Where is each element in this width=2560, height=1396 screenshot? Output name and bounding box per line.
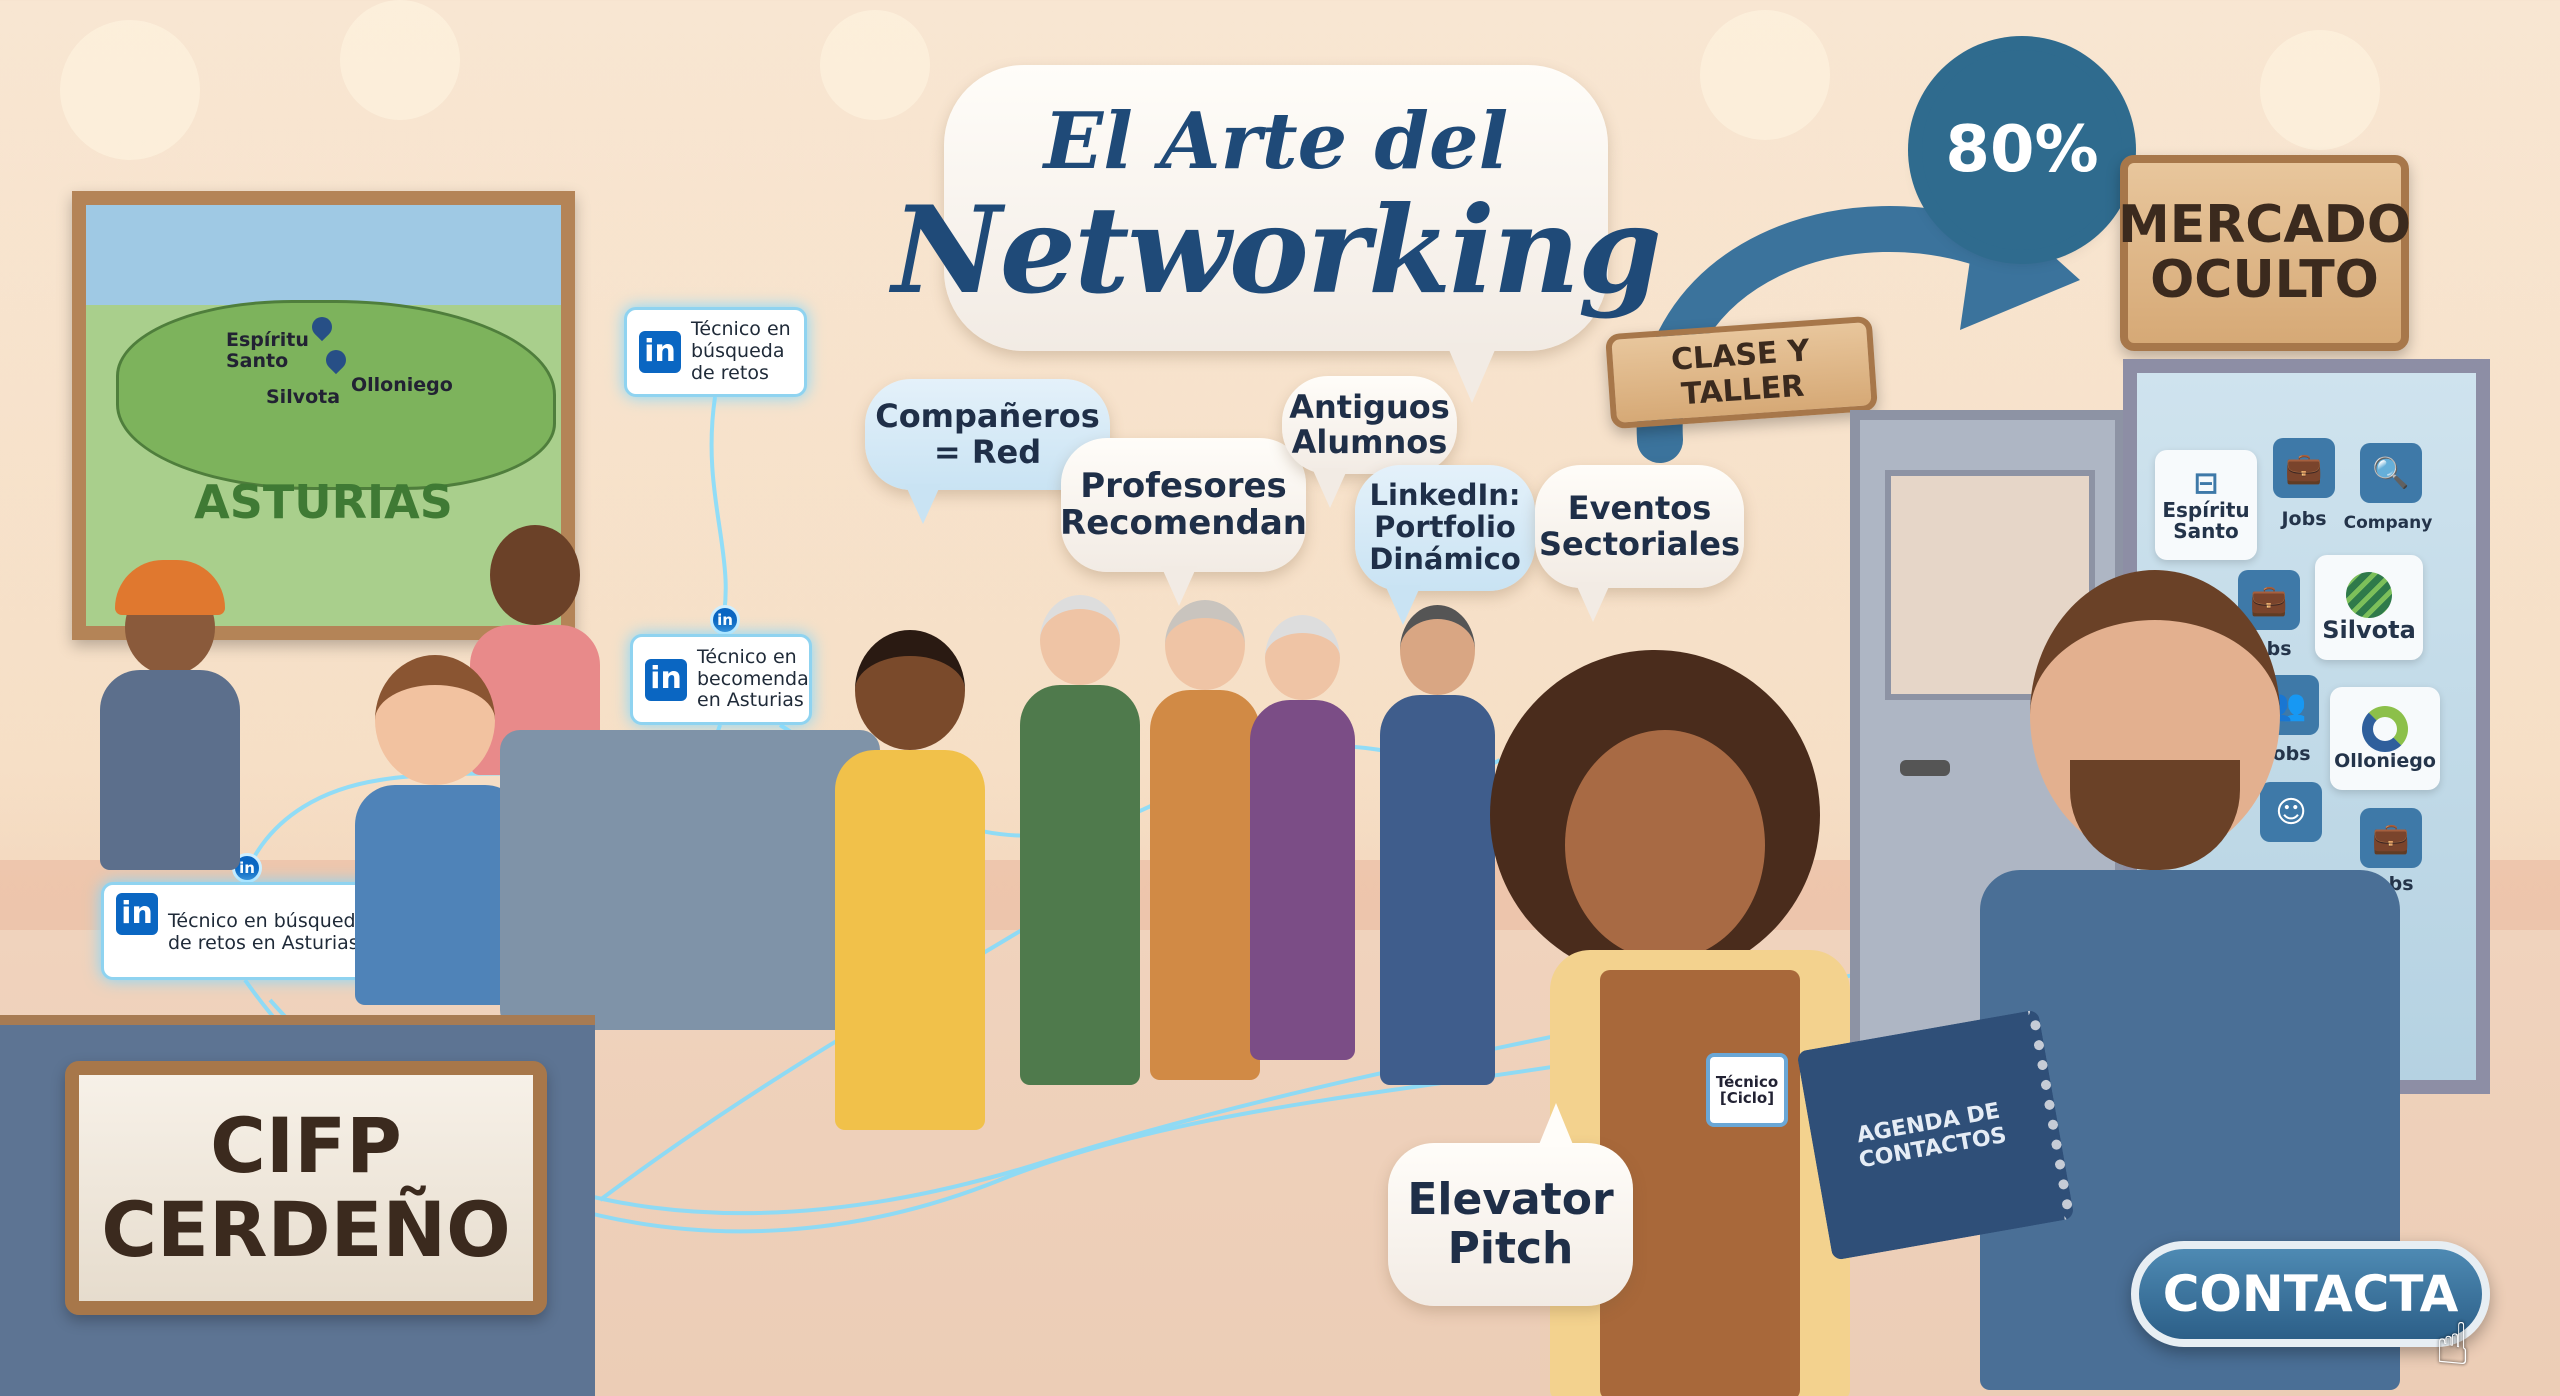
mercado-oculto-sign: MERCADO OCULTO: [2118, 155, 2411, 351]
cifp-cerdeno-sign: CIFP CERDEÑO: [65, 1061, 547, 1315]
map-region-label: ASTURIAS: [194, 475, 453, 529]
bubble-text: Antiguos Alumnos: [1289, 387, 1450, 461]
company-tile-silvota[interactable]: Silvota: [2315, 555, 2423, 660]
clase-taller-sign: CLASE Y TALLER: [1605, 315, 1878, 430]
tile-label: Silvota: [2322, 615, 2416, 644]
contacta-button[interactable]: CONTACTA: [2131, 1241, 2490, 1347]
linkedin-icon: in: [710, 605, 740, 635]
search-icon[interactable]: 🔍: [2360, 443, 2422, 503]
title-bubble: El Arte del Networking: [892, 65, 1662, 403]
contacts-notebook: AGENDA DE CONTACTOS: [1796, 1009, 2075, 1261]
company-logo-icon: ⊟: [2193, 466, 2219, 502]
map-label-silvota: Silvota: [266, 386, 341, 408]
bubble-text: Eventos Sectoriales: [1538, 489, 1741, 563]
bubble-companeros: Compañeros = Red: [865, 379, 1110, 524]
linkedin-icon: in: [645, 658, 687, 701]
linkedin-icon: in: [232, 853, 262, 883]
network-line: [709, 396, 728, 635]
map-region: [116, 300, 556, 490]
title-line2: Networking: [892, 179, 1662, 321]
pointer-hand-icon: ☝: [2435, 1310, 2471, 1378]
olloniego-logo-icon: [2362, 705, 2408, 752]
bubble-elevator-pitch: Elevator Pitch: [1388, 1103, 1633, 1306]
jobs-label: Jobs: [2281, 508, 2327, 530]
door-handle[interactable]: [1900, 760, 1950, 776]
student-name-badge: Técnico [Ciclo]: [1706, 1053, 1788, 1127]
lathe-machine: [500, 730, 880, 1030]
bubble-profesores: Profesores Recomendan: [1060, 438, 1307, 606]
bubble-text: Profesores Recomendan: [1060, 465, 1307, 543]
briefcase-icon[interactable]: 💼: [2360, 808, 2422, 868]
bubble-text: Compañeros = Red: [875, 397, 1100, 471]
company-tile-espiritu-santo[interactable]: ⊟ Espíritu Santo: [2155, 450, 2257, 560]
linkedin-icon: in: [639, 331, 681, 373]
bokeh-light: [340, 0, 460, 120]
bubble-antiguos: Antiguos Alumnos: [1282, 376, 1457, 508]
profile-headline: Técnico en búsqueda de retos: [691, 318, 791, 384]
linkedin-profile-card[interactable]: in Técnico en búsqueda de retos en Astur…: [101, 882, 385, 980]
network-person-icon[interactable]: ☺: [2260, 782, 2322, 842]
door-window: [1885, 470, 2095, 700]
bubble-linkedin: LinkedIn: Portfolio Dinámico: [1355, 465, 1535, 625]
bokeh-light: [2260, 30, 2380, 150]
map-label-olloniego: Olloniego: [351, 374, 453, 396]
linkedin-profile-card[interactable]: in Técnico en becomenda en Asturias: [630, 634, 812, 725]
percentage-badge: 80%: [1922, 50, 2122, 250]
briefcase-icon[interactable]: 💼: [2273, 438, 2335, 498]
jobs-label: Jobs: [2265, 743, 2311, 765]
bubble-text: Elevator Pitch: [1407, 1174, 1614, 1274]
company-label: Company: [2343, 513, 2433, 533]
badge-line1: Técnico: [1715, 1072, 1779, 1091]
linkedin-profile-card[interactable]: in Técnico en búsqueda de retos: [624, 307, 807, 397]
bubble-text: LinkedIn: Portfolio Dinámico: [1369, 478, 1521, 576]
title-line1: El Arte del: [1043, 96, 1509, 188]
tile-label: Espíritu Santo: [2162, 497, 2250, 543]
map-label-espiritu-santo: Espíritu Santo: [226, 329, 309, 372]
briefcase-icon[interactable]: 💼: [2238, 570, 2300, 630]
tile-label: Olloniego: [2334, 749, 2436, 772]
company-tile-olloniego[interactable]: Olloniego: [2330, 687, 2440, 790]
bokeh-light: [1700, 10, 1830, 140]
badge-line2: [Ciclo]: [1719, 1089, 1775, 1107]
linkedin-icon: in: [116, 893, 158, 935]
profile-headline: Técnico en búsqueda de retos en Asturias: [168, 910, 368, 954]
profile-headline: Técnico en becomenda en Asturias: [697, 645, 809, 712]
bokeh-light: [820, 10, 930, 120]
bubble-eventos: Eventos Sectoriales: [1535, 465, 1744, 622]
bokeh-light: [60, 20, 200, 160]
silvota-logo-icon: [2346, 571, 2392, 618]
